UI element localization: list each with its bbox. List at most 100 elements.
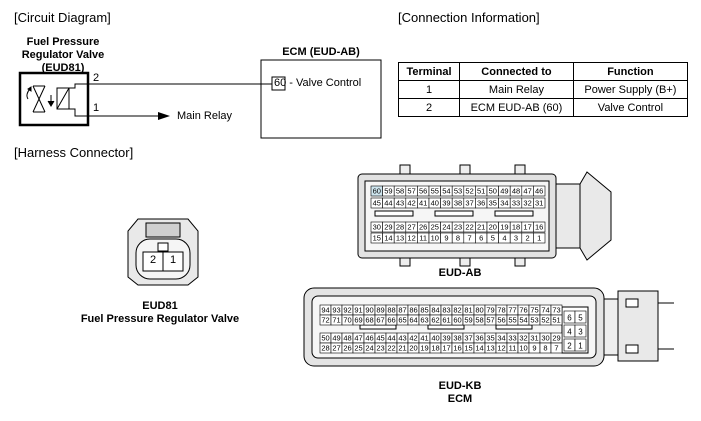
- pin-label: 46: [365, 334, 373, 343]
- valve-title-line1: Fuel Pressure: [26, 36, 100, 48]
- pin-label: 31: [530, 334, 538, 343]
- pin-label: 37: [465, 199, 473, 208]
- pin-cell: [533, 221, 546, 233]
- pin-label: 20: [489, 223, 497, 232]
- pin-label: 91: [354, 306, 362, 315]
- pin-cell: [550, 314, 563, 326]
- pin-label: 51: [477, 187, 485, 196]
- circuit-diagram-title: [Circuit Diagram]: [14, 10, 111, 25]
- table-cell: 1: [397, 80, 461, 99]
- pin-label: 47: [354, 334, 362, 343]
- ecm-pin-label: 60 - Valve Control: [274, 77, 362, 89]
- pin-label: 17: [442, 344, 450, 353]
- pin-label: 54: [519, 316, 527, 325]
- pin-label: 35: [486, 334, 494, 343]
- pin-label: 49: [500, 187, 508, 196]
- pin-label: 19: [420, 344, 428, 353]
- pin-label: 92: [343, 306, 351, 315]
- pin-label: 69: [354, 316, 362, 325]
- pin-label: 83: [442, 306, 450, 315]
- pin-label: 38: [454, 199, 462, 208]
- pin-label: 75: [530, 306, 538, 315]
- pin-label: 23: [454, 223, 462, 232]
- pin-label: 58: [396, 187, 404, 196]
- eud81-pin: 1: [169, 254, 177, 266]
- pin-label: 35: [489, 199, 497, 208]
- pin-label: 73: [552, 306, 560, 315]
- pin-label: 88: [387, 306, 395, 315]
- pin-label: 87: [398, 306, 406, 315]
- table-row: 1 Main Relay Power Supply (B+): [397, 80, 689, 99]
- pin-label: 78: [497, 306, 505, 315]
- pin-label: 13: [486, 344, 494, 353]
- pin-label: 18: [512, 223, 520, 232]
- pin-label: 25: [354, 344, 362, 353]
- pin-label: 53: [530, 316, 538, 325]
- pin-label: 45: [376, 334, 384, 343]
- pin-label: 17: [523, 223, 531, 232]
- pin-label: 27: [407, 223, 415, 232]
- pin-label: 50: [489, 187, 497, 196]
- pin-label: 27: [332, 344, 340, 353]
- ecm-pin-box: [271, 76, 286, 91]
- pin-label: 8: [456, 234, 460, 243]
- pin-label: 14: [384, 234, 392, 243]
- pin-label: 41: [419, 199, 427, 208]
- pin-label: 19: [500, 223, 508, 232]
- wire-pin1: [69, 108, 158, 117]
- pin-label: 33: [508, 334, 516, 343]
- pin-label: 21: [477, 223, 485, 232]
- harness-connector-title: [Harness Connector]: [14, 145, 134, 160]
- pin-label: 56: [419, 187, 427, 196]
- pin-label: 1: [578, 342, 583, 351]
- pin-label: 3: [514, 234, 518, 243]
- pin-label: 12: [407, 234, 415, 243]
- pin-label: 2: [526, 234, 530, 243]
- pin-label: 85: [420, 306, 428, 315]
- pin-label: 21: [398, 344, 406, 353]
- pin-label: 82: [453, 306, 461, 315]
- valve-box: [18, 71, 90, 127]
- pin-label: 30: [373, 223, 381, 232]
- pin-label: 55: [508, 316, 516, 325]
- pin-label: 11: [509, 344, 517, 353]
- pin-label: 6: [567, 314, 572, 323]
- pin-label: 71: [332, 316, 340, 325]
- valve-title-line2: Regulator Valve: [21, 49, 105, 61]
- pin-label: 15: [373, 234, 381, 243]
- eud-kb-label: EUD-KB ECM: [420, 380, 500, 406]
- pin-cell: [550, 342, 563, 354]
- circuit-wiring: [18, 59, 382, 139]
- pin-label: 51: [552, 316, 560, 325]
- pin-label: 28: [321, 344, 329, 353]
- pin-label: 41: [420, 334, 428, 343]
- pin-label: 40: [431, 334, 439, 343]
- valve-symbol-icon: [26, 85, 70, 113]
- pin-label: 40: [431, 199, 439, 208]
- pin-label: 22: [387, 344, 395, 353]
- pin-label: 5: [491, 234, 495, 243]
- pin-label: 22: [465, 223, 473, 232]
- pin-label: 16: [453, 344, 461, 353]
- arrow-icon: [158, 112, 170, 120]
- pin-label: 38: [453, 334, 461, 343]
- connection-table: Terminal Connected to Function 1 Main Re…: [397, 62, 689, 117]
- pin-label: 65: [398, 316, 406, 325]
- eud-ab-label: EUD-AB: [438, 267, 482, 279]
- pin-label: 25: [431, 223, 439, 232]
- pin-label: 4: [502, 234, 506, 243]
- pin-label: 94: [321, 306, 329, 315]
- pin-label: 23: [376, 344, 384, 353]
- table-cell: Main Relay: [459, 80, 574, 99]
- pin-label: 44: [387, 334, 395, 343]
- pin-label: 9: [444, 234, 448, 243]
- pin-label: 66: [387, 316, 395, 325]
- table-cell: Power Supply (B+): [572, 80, 689, 99]
- pin-label: 90: [365, 306, 373, 315]
- pin-label: 84: [431, 306, 439, 315]
- pin-label: 46: [535, 187, 543, 196]
- pin-label: 59: [464, 316, 472, 325]
- pin-cell: [574, 310, 587, 324]
